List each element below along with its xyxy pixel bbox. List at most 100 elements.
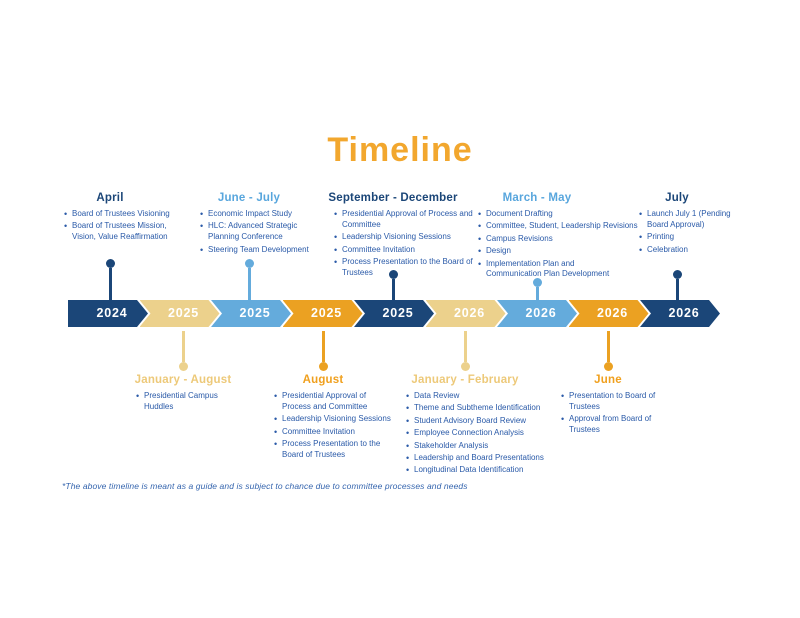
milestone-period: June [594,374,622,386]
milestone-item: Celebration [638,244,731,256]
milestone-list: Document Drafting Committee, Student, Le… [477,208,638,281]
milestone-period: April [96,192,124,204]
timeline-segment: 2025 [211,300,291,327]
milestone-list: Launch July 1 (Pending Board Approval) P… [638,208,731,256]
milestone-group-june: June Presentation to Board of Trustees A… [548,374,668,438]
milestone-item: Steering Team Development [199,244,309,256]
milestone-group-march-may: March - May Document Drafting Committee,… [455,192,638,282]
timeline-segment: 2026 [569,300,649,327]
milestone-item: Presidential Campus Huddles [135,390,218,413]
connector-line [535,286,539,300]
milestone-period: January - August [134,374,232,386]
milestone-period: August [302,374,344,386]
milestone-group-august: August Presidential Approval of Process … [263,374,391,462]
milestone-item: Board of Trustees Visioning [63,208,170,220]
connector-pin-september-december [388,269,398,300]
connector-pin-march-may [532,277,542,300]
milestone-period: March - May [502,192,572,204]
timeline-segment: 2026 [426,300,506,327]
connector-dot [672,269,682,279]
milestone-item: Leadership Visioning Sessions [273,413,391,425]
segment-label: 2026 [668,306,700,320]
connector-dot [318,362,328,371]
timeline-segment: 2025 [140,300,220,327]
timeline-segment: 2025 [354,300,434,327]
timeline-segment: 2026 [497,300,577,327]
connector-pin-january-february [460,331,470,371]
milestone-item: Student Advisory Board Review [405,415,544,427]
milestone-item: Board of Trustees Mission, Vision, Value… [63,220,170,243]
milestone-item: Presidential Approval of Process and Com… [333,208,473,231]
milestone-item: Committee Invitation [273,426,391,438]
milestone-list: Data Review Theme and Subtheme Identific… [405,390,544,476]
milestone-group-june-july: June - July Economic Impact Study HLC: A… [185,192,313,257]
milestone-item: Approval from Board of Trustees [560,413,655,436]
timeline-segment: 2026 [640,300,720,327]
milestone-item: Document Drafting [477,208,638,220]
milestone-item: Committee Invitation [333,244,473,256]
connector-dot [532,277,542,287]
connector-dot [105,258,115,268]
milestone-item: HLC: Advanced Strategic Planning Confere… [199,220,309,243]
milestone-group-april: April Board of Trustees Visioning Board … [46,192,174,245]
connector-dot [460,362,470,371]
connector-line [391,278,395,300]
connector-dot [244,258,254,268]
connector-pin-january-august [178,331,188,371]
milestone-period: January - February [411,374,519,386]
segment-label: 2025 [310,306,342,320]
connector-line [606,331,610,362]
milestone-item: Presidential Approval of Process and Com… [273,390,391,413]
connector-pin-july [672,269,682,300]
milestone-item: Committee, Student, Leadership Revisions [477,220,638,232]
milestone-item: Implementation Plan and Communication Pl… [477,258,638,281]
milestone-period: July [665,192,689,204]
segment-label: 2025 [167,306,199,320]
milestone-item: Design [477,245,638,257]
connector-pin-june [603,331,613,371]
milestone-item: Launch July 1 (Pending Board Approval) [638,208,731,231]
milestone-list: Presidential Approval of Process and Com… [333,208,473,279]
milestone-group-january-august: January - August Presidential Campus Hud… [123,374,243,414]
milestone-item: Longitudinal Data Identification [405,464,544,476]
milestone-period: June - July [217,192,281,204]
milestone-item: Theme and Subtheme Identification [405,402,544,414]
milestone-group-september-december: September - December Presidential Approv… [323,192,472,280]
connector-dot [388,269,398,279]
milestone-item: Campus Revisions [477,233,638,245]
milestone-item: Economic Impact Study [199,208,309,220]
segment-label: 2026 [525,306,557,320]
milestone-list: Presentation to Board of Trustees Approv… [560,390,655,436]
milestone-group-january-february: January - February Data Review Theme and… [395,374,544,478]
milestone-item: Leadership Visioning Sessions [333,231,473,243]
footnote: *The above timeline is meant as a guide … [62,481,468,491]
timeline-segment: 2024 [68,300,148,327]
segment-label: 2026 [596,306,628,320]
segment-label: 2026 [453,306,485,320]
milestone-list: Economic Impact Study HLC: Advanced Stra… [199,208,309,256]
connector-line [463,331,467,362]
milestone-item: Process Presentation to the Board of Tru… [273,438,391,461]
milestone-item: Printing [638,231,731,243]
milestone-item: Process Presentation to the Board of Tru… [333,256,473,279]
connector-line [247,267,251,300]
timeline-segment: 2025 [283,300,363,327]
milestone-item: Employee Connection Analysis [405,427,544,439]
milestone-list: Presidential Campus Huddles [135,390,218,413]
connector-pin-april [105,258,115,300]
milestone-item: Leadership and Board Presentations [405,452,544,464]
milestone-item: Stakeholder Analysis [405,440,544,452]
milestone-item: Presentation to Board of Trustees [560,390,655,413]
milestone-period: September - December [328,192,458,204]
segment-label: 2025 [382,306,414,320]
segment-label: 2024 [96,306,128,320]
connector-line [675,278,679,300]
milestone-list: Presidential Approval of Process and Com… [273,390,391,461]
connector-dot [178,362,188,371]
connector-line [181,331,185,362]
connector-dot [603,362,613,371]
milestone-group-july: July Launch July 1 (Pending Board Approv… [617,192,737,257]
milestone-item: Data Review [405,390,544,402]
milestone-list: Board of Trustees Visioning Board of Tru… [63,208,170,243]
